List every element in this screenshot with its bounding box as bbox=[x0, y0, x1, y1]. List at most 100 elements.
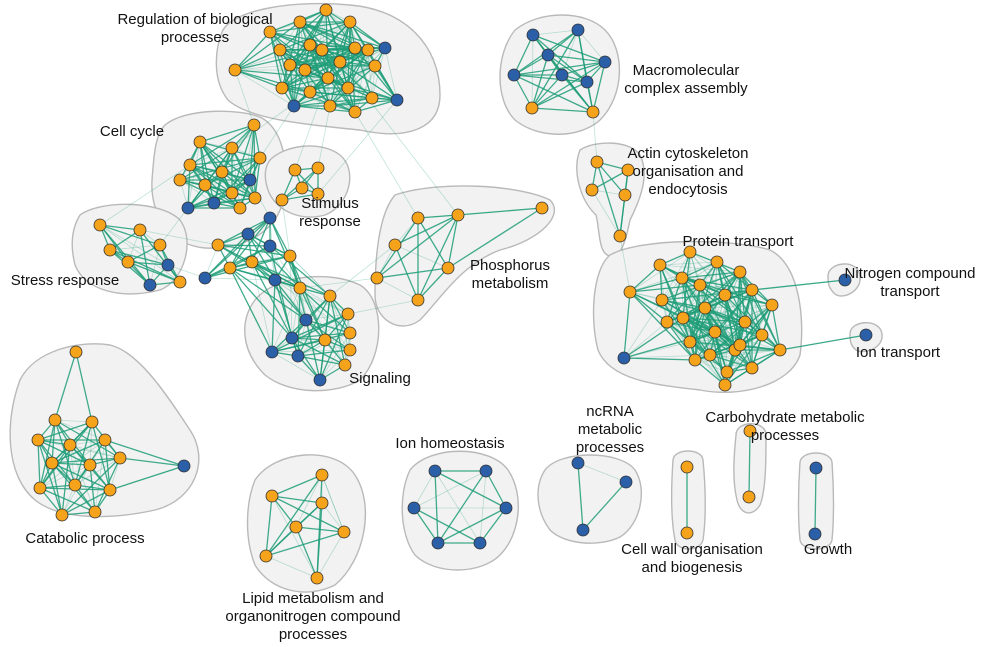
edge-regulation-2-4 bbox=[349, 21, 386, 49]
edge-protein-6-23 bbox=[623, 299, 663, 359]
edge-catabolic-4-10 bbox=[69, 444, 76, 486]
edge-lipid-5-6 bbox=[265, 555, 318, 579]
cluster-label-line: processes bbox=[576, 439, 644, 456]
edge-ion_homeo-0-5 bbox=[434, 470, 481, 544]
edge-signaling-8-11 bbox=[274, 279, 349, 315]
orange-node-cellwall-0 bbox=[680, 460, 694, 474]
edge-signaling-9-17 bbox=[297, 287, 301, 357]
edge-regulation-12-20 bbox=[293, 61, 341, 107]
edge-protein-4-7 bbox=[699, 271, 741, 286]
orange-node-catabolic-9 bbox=[33, 481, 47, 495]
orange-node-protein-6 bbox=[655, 293, 669, 307]
edge-protein-19-22 bbox=[726, 349, 781, 373]
orange-node-stress-1 bbox=[133, 223, 147, 237]
cluster-label-line: endocytosis bbox=[648, 181, 727, 198]
cluster-label-line: processes bbox=[279, 626, 347, 643]
edge-regulation-10-21 bbox=[329, 49, 369, 107]
blue-node-signaling-17 bbox=[291, 349, 305, 363]
orange-node-catabolic-0 bbox=[69, 345, 83, 359]
orange-node-lipid-5 bbox=[259, 549, 273, 563]
orange-node-protein-5 bbox=[623, 285, 637, 299]
edge-catabolic-9-13 bbox=[39, 487, 96, 513]
edge-macro-3-4 bbox=[513, 61, 606, 76]
edge-signaling-9-15 bbox=[299, 287, 351, 334]
edge-protein-0-5 bbox=[629, 264, 661, 293]
orange-node-catabolic-6 bbox=[45, 456, 59, 470]
edge-signaling-9-20 bbox=[299, 287, 351, 351]
edge-signaling-8-16 bbox=[271, 279, 276, 353]
edge-protein-6-7 bbox=[661, 284, 701, 301]
edge-catabolic-11-12 bbox=[61, 489, 111, 516]
edge-protein-10-11 bbox=[682, 304, 773, 319]
edge-actin-1-2 bbox=[591, 169, 629, 191]
orange-node-phosphorus-3 bbox=[388, 238, 402, 252]
edge-macro-0-7 bbox=[531, 34, 534, 109]
cluster-label-line: metabolic bbox=[578, 421, 643, 438]
edge-phosphorus-1-6 bbox=[417, 214, 459, 301]
orange-node-protein-0 bbox=[653, 258, 667, 272]
orange-node-cellcycle-2 bbox=[225, 141, 239, 155]
edge-signaling-7-8 bbox=[204, 277, 276, 281]
edge-ion_homeo-3-5 bbox=[479, 507, 507, 544]
blue-node-ion_homeo-3 bbox=[499, 501, 513, 515]
edge-cellcycle-4-13 bbox=[254, 157, 261, 199]
edge-regulation-10-23 bbox=[354, 49, 369, 113]
cluster-label-ion_homeo: Ion homeostasis bbox=[395, 435, 504, 452]
edge-phosphorus-1-3 bbox=[394, 214, 459, 246]
edge-lipid-0-5 bbox=[265, 474, 323, 557]
edge-signaling-16-19 bbox=[271, 351, 321, 381]
bridge-edge-15 bbox=[234, 69, 255, 126]
orange-node-actin-3 bbox=[618, 188, 632, 202]
edge-macro-5-7 bbox=[531, 74, 563, 109]
orange-node-protein-12 bbox=[698, 301, 712, 315]
edge-protein-23-26 bbox=[623, 321, 668, 359]
edge-catabolic-1-6 bbox=[51, 419, 56, 464]
cluster-label-line: organonitrogen compound bbox=[225, 608, 400, 625]
blue-node-cellcycle-10 bbox=[181, 201, 195, 215]
edge-protein-7-9 bbox=[699, 284, 753, 291]
cluster-label-catabolic: Catabolic process bbox=[25, 530, 144, 547]
edge-protein-3-26 bbox=[666, 277, 683, 323]
edge-signaling-10-18 bbox=[329, 295, 346, 366]
edge-catabolic-1-9 bbox=[39, 419, 56, 489]
edge-signaling-17-20 bbox=[297, 349, 351, 357]
edge-regulation-10-17 bbox=[347, 49, 369, 89]
edge-protein-16-17 bbox=[689, 341, 736, 351]
blue-node-macro-5 bbox=[555, 68, 569, 82]
bridge-edge-1 bbox=[619, 235, 631, 293]
cluster-label-line: Phosphorus bbox=[470, 257, 550, 274]
cluster-label-line: Lipid metabolism and bbox=[242, 590, 384, 607]
edge-macro-0-3 bbox=[532, 34, 606, 63]
edge-lipid-3-4 bbox=[295, 526, 345, 533]
edge-protein-8-22 bbox=[724, 294, 728, 373]
orange-node-catabolic-1 bbox=[48, 413, 62, 427]
edge-signaling-8-15 bbox=[274, 279, 351, 334]
blue-node-macro-0 bbox=[526, 28, 540, 42]
edge-stress-4-5 bbox=[127, 261, 169, 266]
edge-signaling-0-6 bbox=[229, 217, 271, 269]
edge-regulation-2-3 bbox=[269, 21, 351, 33]
edge-regulation-1-18 bbox=[299, 21, 311, 93]
edge-signaling-6-16 bbox=[229, 267, 273, 353]
edge-protein-13-20 bbox=[694, 321, 746, 361]
edge-macro-3-5 bbox=[561, 61, 606, 76]
cluster-label-cellcycle: Cell cycle bbox=[100, 123, 164, 140]
cluster-bg-phosphorus bbox=[374, 185, 556, 327]
edge-lipid-3-5 bbox=[265, 526, 297, 557]
edge-lipid-0-4 bbox=[321, 474, 345, 533]
orange-node-signaling-4 bbox=[283, 249, 297, 263]
edge-protein-12-14 bbox=[704, 307, 763, 336]
blue-node-ion_homeo-5 bbox=[473, 536, 487, 550]
cluster-label-line: metabolism bbox=[472, 275, 549, 292]
cluster-bg-lipid bbox=[246, 454, 367, 593]
edge-macro-1-3 bbox=[577, 29, 606, 63]
edge-catabolic-1-5 bbox=[54, 419, 106, 441]
blue-node-ncrna-0 bbox=[571, 456, 585, 470]
edge-ncrna-1-2 bbox=[582, 481, 627, 531]
orange-node-signaling-6 bbox=[223, 261, 237, 275]
edge-cellcycle-0-10 bbox=[187, 141, 201, 209]
orange-node-protein-2 bbox=[710, 255, 724, 269]
edge-lipid-0-1 bbox=[271, 474, 323, 497]
edge-protein-12-18 bbox=[704, 307, 711, 356]
